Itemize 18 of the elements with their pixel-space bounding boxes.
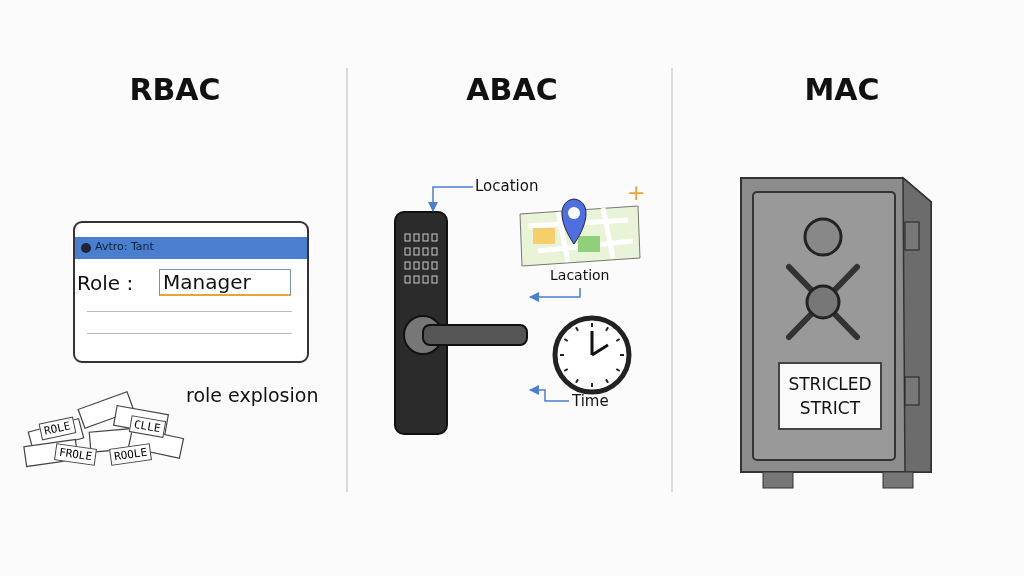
map-caption: Lacation xyxy=(550,267,610,283)
column-heading: RBAC xyxy=(128,72,222,107)
leader-arrow xyxy=(528,384,570,402)
clock-icon xyxy=(552,315,632,395)
attribute-label: Location xyxy=(475,177,539,195)
door-lock-drawing xyxy=(393,212,529,436)
column-heading: ABAC xyxy=(465,72,559,107)
attribute-label: Time xyxy=(572,392,609,410)
column-heading: MAC xyxy=(803,72,881,107)
leader-arrow xyxy=(528,287,581,303)
leader-arrow xyxy=(427,186,474,213)
sign-text: STRICLED STRICT xyxy=(778,362,882,430)
field-label: Role : xyxy=(77,271,134,295)
profile-card xyxy=(73,221,309,363)
caption-text: role explosion xyxy=(186,384,319,406)
title-text: Avtro: Tant xyxy=(95,240,154,253)
input-field: Manager xyxy=(159,269,291,296)
plus-sign: + xyxy=(627,180,646,205)
